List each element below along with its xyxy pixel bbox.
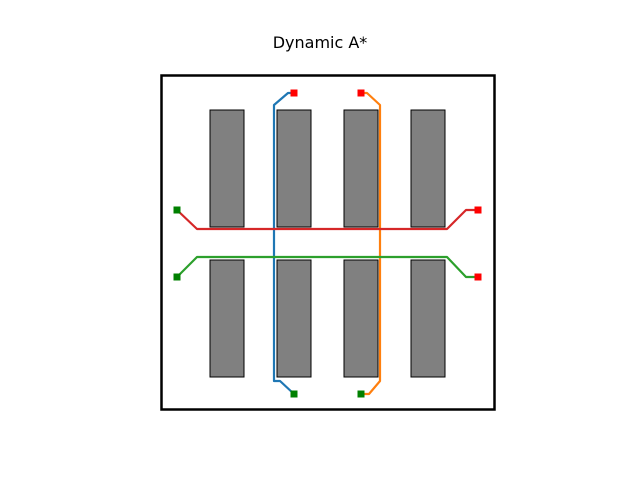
path-orange bbox=[361, 91, 382, 396]
goal-marker-blue bbox=[290, 89, 298, 97]
goal-marker-orange bbox=[357, 89, 365, 97]
path-red bbox=[176, 208, 478, 231]
path-blue bbox=[272, 91, 295, 395]
obstacle-top-2 bbox=[276, 109, 312, 228]
obstacle-top-3 bbox=[343, 109, 379, 228]
obstacle-bottom-3 bbox=[343, 259, 379, 378]
goal-marker-red bbox=[474, 206, 482, 214]
obstacle-bottom-2 bbox=[276, 259, 312, 378]
start-marker-orange bbox=[357, 390, 365, 398]
start-marker-red bbox=[173, 206, 181, 214]
obstacle-bottom-1 bbox=[209, 259, 245, 378]
start-marker-blue bbox=[290, 390, 298, 398]
path-green bbox=[176, 255, 478, 279]
obstacle-bottom-4 bbox=[410, 259, 446, 378]
obstacle-top-1 bbox=[209, 109, 245, 228]
chart-title: Dynamic A* bbox=[272, 33, 368, 52]
start-marker-green bbox=[173, 273, 181, 281]
goal-marker-green bbox=[474, 273, 482, 281]
obstacle-top-4 bbox=[410, 109, 446, 228]
